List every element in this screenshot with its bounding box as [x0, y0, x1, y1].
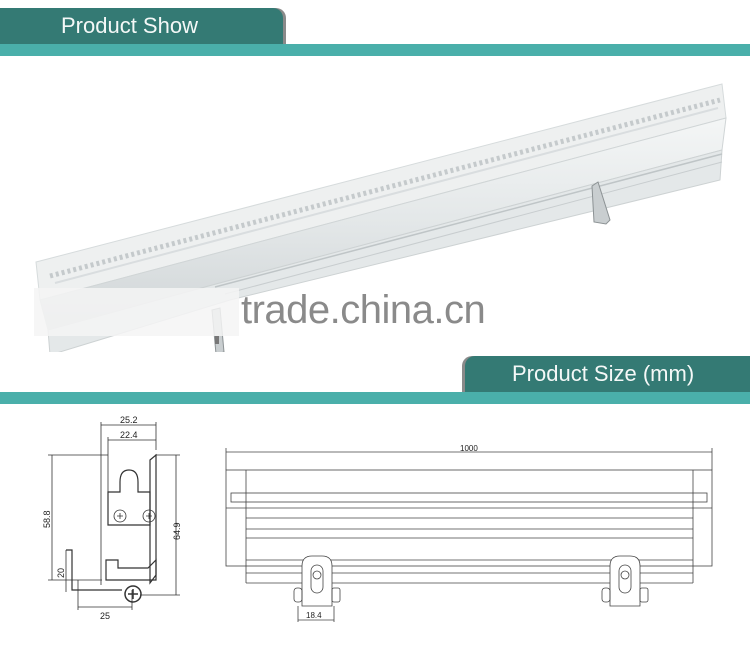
- dim-25-2: 25.2: [120, 415, 138, 425]
- watermark-mask: [34, 288, 239, 336]
- header-stripe: [0, 44, 750, 56]
- dim-1000: 1000: [460, 444, 478, 453]
- watermark-text: trade.china.cn: [241, 288, 486, 332]
- product-size-title: Product Size (mm): [512, 361, 695, 386]
- side-view-drawing: 25.2 22.4 58.8 64.9 20 25: [42, 415, 182, 621]
- header-stripe-2: [0, 392, 750, 404]
- product-show-title: Product Show: [61, 13, 198, 38]
- dim-20: 20: [56, 568, 66, 578]
- product-show-header: Product Show: [0, 8, 283, 44]
- dim-22-4: 22.4: [120, 430, 138, 440]
- dim-25: 25: [100, 611, 110, 621]
- dim-58-8: 58.8: [42, 510, 52, 528]
- dim-18-4: 18.4: [306, 611, 322, 620]
- dim-64-9: 64.9: [172, 522, 182, 540]
- front-view-drawing: 1000 18.4: [225, 444, 713, 622]
- product-size-header: Product Size (mm): [465, 356, 750, 392]
